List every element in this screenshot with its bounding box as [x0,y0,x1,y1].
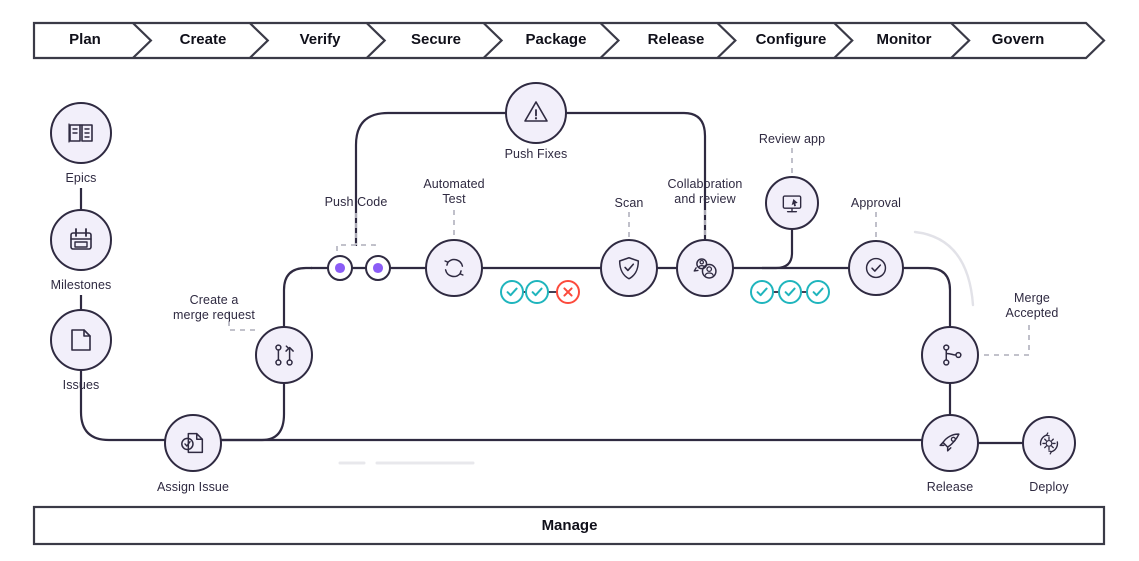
check-icon [531,287,543,297]
node-deploy-label: Deploy [1029,480,1069,494]
sync-refresh-icon [444,258,464,278]
stage-verify[interactable]: Verify [299,31,341,48]
sidebar-node-epics-circle[interactable] [50,102,112,164]
cross-icon [563,287,573,297]
edge-pushfixes-right [566,111,707,240]
check-icon [756,287,768,297]
sidebar-node-issues-label: Issues [62,378,100,392]
stage-create[interactable]: Create [179,31,227,48]
commit-dot-icon [372,262,384,274]
node-review_app-circle[interactable] [765,176,819,230]
check-icon [784,287,796,297]
merge-request-icon [275,344,294,366]
rocket-icon [939,433,960,452]
gear-cycle-icon [1039,432,1059,455]
node-review_app-label: Review app [758,132,826,146]
node-push_fixes-label: Push Fixes [504,147,568,161]
calendar-icon [70,228,92,250]
manage-bar-rect [32,505,1106,546]
pipeline-badge-pass[interactable] [750,280,774,304]
node-scan-label: Scan [614,196,644,210]
stage-monitor[interactable]: Monitor [876,31,932,48]
merge-node-icon [943,344,962,366]
node-automated_test-circle[interactable] [425,239,483,297]
check-circle-icon [865,257,887,279]
sidebar-node-epics-label: Epics [65,171,97,185]
stage-separator-chevron [482,22,504,59]
node-assign_issue-label: Assign Issue [156,480,230,494]
stage-separator-chevron [599,22,621,59]
book-open-icon [68,123,93,143]
stage-separator-chevron [132,22,153,59]
check-icon [506,287,518,297]
people-review-icon [693,258,717,279]
stage-separator-chevron [365,22,387,59]
sidebar-node-milestones-circle[interactable] [50,209,112,271]
node-deploy-circle[interactable] [1022,416,1076,470]
edge-approval-to-merge [903,266,952,327]
node-push_code-label: Push Code [324,195,388,209]
node-collaboration-label: Collaboration and review [667,177,743,206]
stage-release[interactable]: Release [647,31,705,48]
commit-dot-icon [334,262,346,274]
node-approval-label: Approval [850,196,902,210]
pipeline-badge-pass[interactable] [778,280,802,304]
node-release-label: Release [926,480,974,494]
node-approval-circle[interactable] [848,240,904,296]
edge-mr-to-spine [282,266,312,327]
stage-separator-chevron [833,22,854,59]
ghost-arc-merge [913,230,975,307]
sidebar-node-issues-circle[interactable] [50,309,112,371]
node-automated_test-label: Automated Test [423,177,485,206]
edge-reviewapp-stem [762,229,794,270]
node-merge_request-label: Create a merge request [173,293,255,322]
node-merge_request-circle[interactable] [255,326,313,384]
stage-plan[interactable]: Plan [69,31,101,48]
stage-separator-chevron [249,22,270,59]
issue-check-icon [181,432,204,454]
stage-bar-outline [32,21,1106,60]
issue-page-icon [71,329,91,351]
monitor-cursor-icon [782,195,802,213]
check-icon [812,287,824,297]
leader-push-code-bracket [336,244,376,251]
edge-pushfixes-left [354,111,506,246]
sidebar-node-milestones-label: Milestones [50,278,112,292]
leader-merge-accepted [980,325,1030,356]
manage-bar-label: Manage [541,517,598,534]
stage-configure[interactable]: Configure [755,31,827,48]
node-merge_accepted-label: Merge Accepted [1005,291,1059,320]
stage-separator-chevron [950,22,971,59]
stage-secure[interactable]: Secure [410,31,462,48]
node-merge_accepted-circle[interactable] [921,326,979,384]
pipeline-badge-pass[interactable] [525,280,549,304]
shield-check-icon [618,256,640,280]
pipeline-badge-pass[interactable] [806,280,830,304]
stage-govern[interactable]: Govern [991,31,1045,48]
stage-separator-chevron [716,22,737,59]
warning-triangle-icon [524,101,548,122]
edge-issues-to-lane [79,370,166,442]
node-release-circle[interactable] [921,414,979,472]
stage-package[interactable]: Package [525,31,587,48]
pipeline-badge-pass[interactable] [500,280,524,304]
